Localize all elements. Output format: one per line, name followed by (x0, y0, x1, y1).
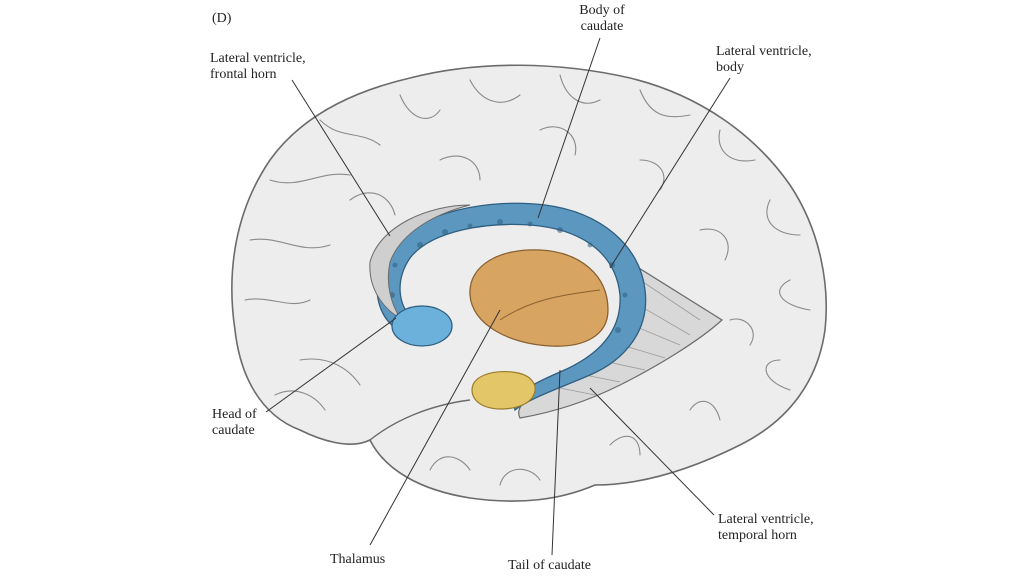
label-line: body (716, 60, 744, 75)
label-lateral-ventricle-frontal-horn: Lateral ventricle, frontal horn (210, 51, 306, 83)
leader-frontal-horn (291, 79, 391, 237)
thalamus-sulcus (499, 289, 601, 321)
label-line: temporal horn (718, 528, 797, 543)
label-line: Lateral ventricle, (718, 512, 814, 527)
label-line: Head of (212, 407, 257, 422)
label-head-of-caudate: Head of caudate (212, 407, 257, 439)
leader-temporal-horn (589, 387, 715, 516)
leader-lines (265, 37, 731, 556)
label-lateral-ventricle-temporal-horn: Lateral ventricle, temporal horn (718, 512, 814, 544)
frontal-horn-band (369, 204, 471, 320)
label-line: Body of (579, 3, 625, 18)
gyri-lines (244, 74, 811, 486)
panel-letter: (D) (212, 11, 232, 26)
tail-of-caudate (471, 371, 536, 410)
label-thalamus: Thalamus (330, 552, 385, 568)
label-line: Lateral ventricle, (716, 44, 812, 59)
head-of-caudate (391, 305, 453, 347)
label-line: Tail of caudate (508, 558, 591, 573)
label-body-of-caudate: Body of caudate (556, 3, 648, 35)
leader-body-caudate (537, 37, 601, 219)
leader-thalamus (369, 309, 501, 546)
lateral-fissure (369, 399, 471, 441)
label-lateral-ventricle-body: Lateral ventricle, body (716, 44, 812, 76)
label-line: caudate (212, 423, 255, 438)
label-line: frontal horn (210, 67, 277, 82)
label-tail-of-caudate: Tail of caudate (508, 558, 591, 574)
leader-head-caudate (265, 317, 397, 413)
thalamus (469, 249, 609, 347)
leader-tail-caudate (551, 369, 561, 556)
label-line: Thalamus (330, 552, 386, 567)
label-line: Lateral ventricle, (210, 51, 306, 66)
label-line: caudate (580, 19, 624, 34)
leader-lv-body (609, 77, 731, 269)
